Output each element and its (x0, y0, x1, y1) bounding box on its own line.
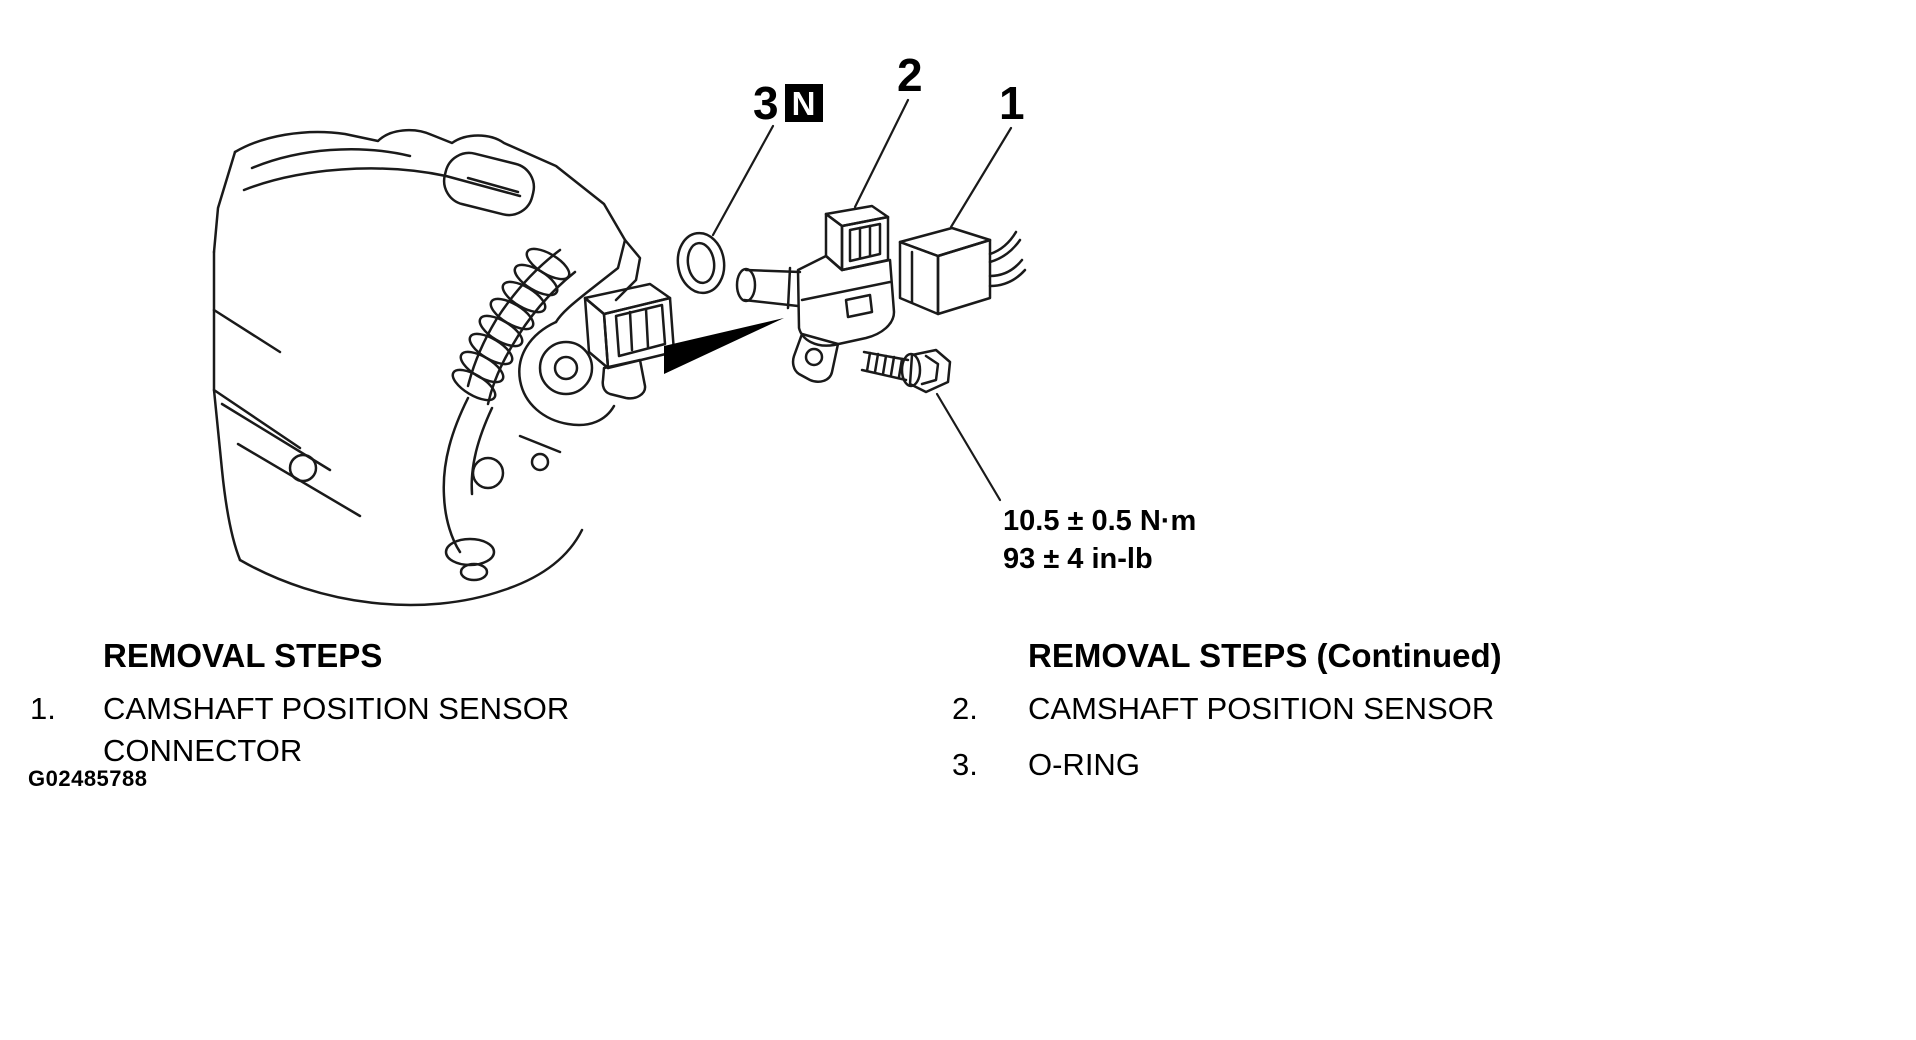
connector-drawing (898, 226, 1027, 316)
callout-1-number: 1 (999, 77, 1025, 129)
removal-steps-continued-title: REMOVAL STEPS (Continued) (1028, 637, 1502, 674)
legend-item-3-number: 3. (952, 747, 978, 783)
torque-note-metric: 10.5 ± 0.5 N·m (1003, 505, 1197, 537)
legend-item-1-label: CAMSHAFT POSITION SENSOR CONNECTOR (103, 691, 570, 769)
camshaft-position-sensor-drawing (735, 204, 896, 383)
camshaft-position-sensor-connector-drawing (583, 282, 676, 400)
leader-line-torque (935, 392, 1002, 502)
engine-boss-drawing (518, 320, 616, 472)
leader-line-3 (711, 124, 775, 237)
callout-2-number: 2 (897, 49, 923, 101)
removal-steps-continued-legend: REMOVAL STEPS (Continued) 2. CAMSHAFT PO… (952, 637, 1502, 786)
o-ring-drawing (676, 231, 726, 295)
legend-item-2-label: CAMSHAFT POSITION SENSOR (1028, 691, 1495, 727)
corrugated-hose-drawing (442, 247, 577, 582)
leader-line-1 (949, 126, 1013, 229)
legend-item-3: 3. O-RING (952, 744, 1502, 786)
callout-3-number: 3 (753, 77, 779, 129)
legend-item-2-number: 2. (952, 691, 978, 727)
leader-line-2 (853, 98, 910, 209)
torque-note: 10.5 ± 0.5 N·m 93 ± 4 in-lb (1003, 502, 1196, 579)
mounting-bolt-drawing (860, 348, 952, 394)
legend-item-1-number: 1. (30, 691, 56, 727)
leader-lines (711, 98, 1013, 502)
legend-item-1: 1. CAMSHAFT POSITION SENSOR CONNECTOR (30, 688, 643, 772)
callout-2: 2 (897, 52, 923, 98)
removal-steps-title: REMOVAL STEPS (103, 637, 383, 674)
legend-item-2: 2. CAMSHAFT POSITION SENSOR (952, 688, 1502, 730)
removal-steps-legend: REMOVAL STEPS 1. CAMSHAFT POSITION SENSO… (30, 637, 643, 772)
n-badge: N (784, 84, 823, 122)
valve-cover-drawing (212, 128, 642, 324)
callout-1: 1 (999, 80, 1025, 126)
legend-item-3-label: O-RING (1028, 747, 1140, 783)
figure-id: G02485788 (28, 766, 148, 791)
direction-arrow-icon (664, 318, 784, 374)
callout-3: 3 N (753, 80, 823, 126)
engine-block-drawing (212, 250, 584, 607)
torque-note-imperial: 93 ± 4 in-lb (1003, 543, 1153, 576)
